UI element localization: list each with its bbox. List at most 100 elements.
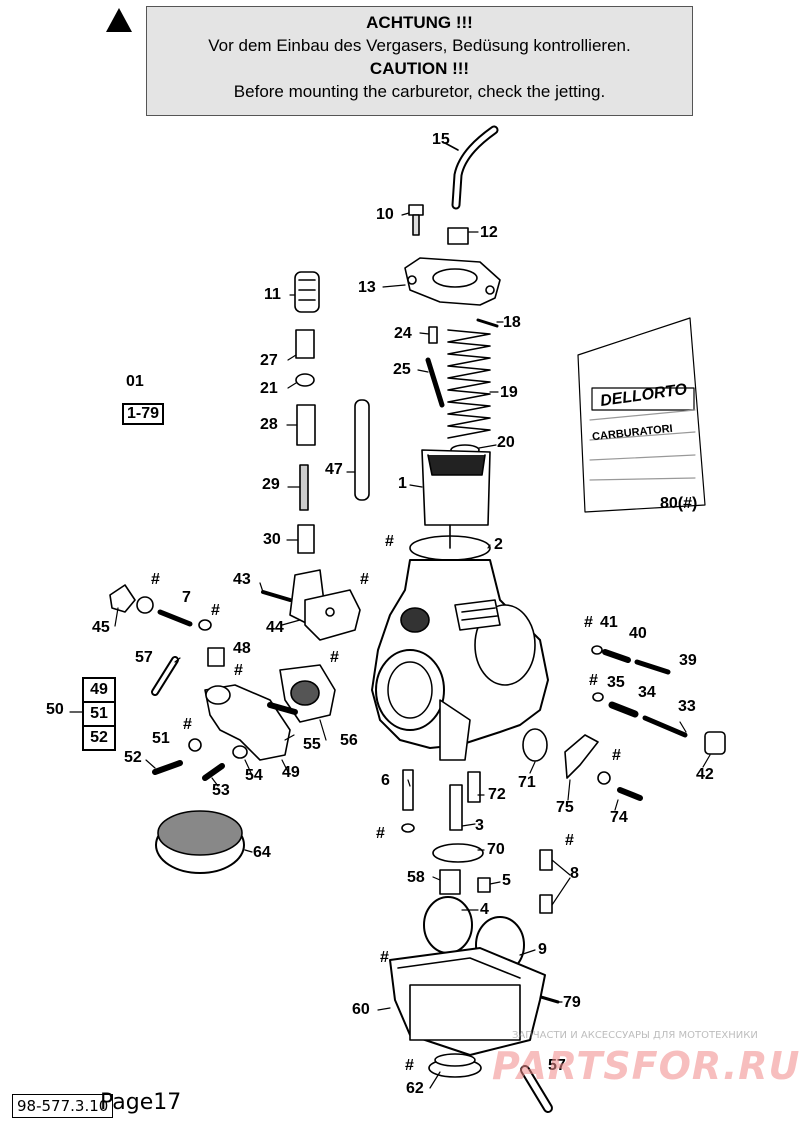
caution-title-en: CAUTION !!! [369,59,470,78]
part-40-spring [602,649,631,663]
label-4: 4 [480,901,489,918]
label-hash-41: # [584,614,593,631]
part-27-adjuster [295,329,315,359]
label-hash-ring: # [385,533,394,550]
label-15: 15 [432,131,450,148]
group-50-item-51: 51 [84,703,114,727]
label-hash-7: # [151,571,160,588]
reference-range-box: 1-79 [122,403,165,425]
label-hash-74: # [612,747,621,764]
label-7: 7 [182,589,191,606]
label-hash-51: # [183,716,192,733]
part-49-pump-housing [204,684,291,761]
part-12-nut [447,227,469,245]
label-58: 58 [407,869,425,886]
label-1: 1 [398,475,407,492]
part-47-tube [354,399,370,501]
part-72-needle-jet [467,771,481,803]
part-25-lever [425,357,445,408]
part-70-plate [432,843,484,863]
label-8: 8 [570,865,579,882]
label-5: 5 [502,872,511,889]
label-19: 19 [500,384,518,401]
label-11: 11 [264,286,281,303]
part-30-jet [297,524,315,554]
warning-triangle-icon [106,8,132,32]
label-hash-35: # [589,672,598,689]
label-54: 54 [245,767,263,784]
part-52-screw [152,760,183,775]
label-01: 01 [126,373,144,390]
part-8-jets [539,849,553,914]
part-13-top-cover [404,257,501,306]
label-hash-60: # [380,949,389,966]
page-number: Page17 [100,1090,182,1115]
label-hash-44: # [360,571,369,588]
label-71: 71 [518,774,536,791]
label-57: 57 [135,649,153,666]
part-3-atomizer [449,784,463,831]
label-hash-6: # [376,825,385,842]
label-57-bottom: 57 [548,1057,566,1074]
label-56: 56 [340,732,358,749]
label-50: 50 [46,701,64,718]
label-39: 39 [679,652,697,669]
label-29: 29 [262,476,280,493]
label-27: 27 [260,352,278,369]
label-43: 43 [233,571,251,588]
label-hash-8: # [565,832,574,849]
part-34-spring [608,701,639,718]
label-10: 10 [376,206,394,223]
label-21: 21 [260,380,278,397]
part-58-holder [439,869,461,895]
part-42-knob [704,731,726,755]
label-9: 9 [538,941,547,958]
part-71-disc [522,728,548,762]
part-21-nut [295,373,315,387]
caution-text-de: Vor dem Einbau des Vergasers, Bedüsung k… [208,36,631,55]
part-11-cap [294,271,320,313]
label-3: 3 [475,817,484,834]
part-18-clip [476,318,499,328]
part-1-slide [421,449,491,526]
part-39-screw [634,659,671,675]
label-45: 45 [92,619,110,636]
label-51: 51 [152,730,170,747]
part-43-screw [261,590,292,602]
part-51-washer [188,738,202,752]
carburetor-body [371,559,549,761]
part-45-cap [109,584,136,613]
label-20: 20 [497,434,515,451]
part-6-jet [402,769,414,811]
label-75: 75 [556,799,574,816]
label-30: 30 [263,531,281,548]
label-13: 13 [358,279,376,296]
label-64: 64 [253,844,271,861]
part-24-pin [428,326,438,344]
label-74: 74 [610,809,628,826]
label-49: 49 [282,764,300,781]
part-55-spring [267,702,298,715]
label-55: 55 [303,736,321,753]
watermark-tagline: ЗАПЧАСТИ И АКСЕССУАРЫ ДЛЯ МОТОТЕХНИКИ [512,1030,758,1041]
group-50-item-52: 52 [90,729,108,746]
part-28-holder [296,404,316,446]
label-hash-45b: # [211,602,220,619]
label-80: 80(#) [660,495,698,512]
label-28: 28 [260,416,278,433]
label-70: 70 [487,841,505,858]
part-74-screw [617,787,643,801]
label-60: 60 [352,1001,370,1018]
label-2: 2 [494,536,503,553]
label-53: 53 [212,782,230,799]
label-hash-62: # [405,1057,414,1074]
label-79: 79 [563,994,581,1011]
label-40: 40 [629,625,647,642]
part-64-ring [155,810,245,874]
document-code: 98-577.3.10 [12,1094,114,1118]
label-72: 72 [488,786,506,803]
group-50-item-49: 49 [84,679,114,703]
part-7-plunger [157,609,193,627]
label-18: 18 [503,314,521,331]
